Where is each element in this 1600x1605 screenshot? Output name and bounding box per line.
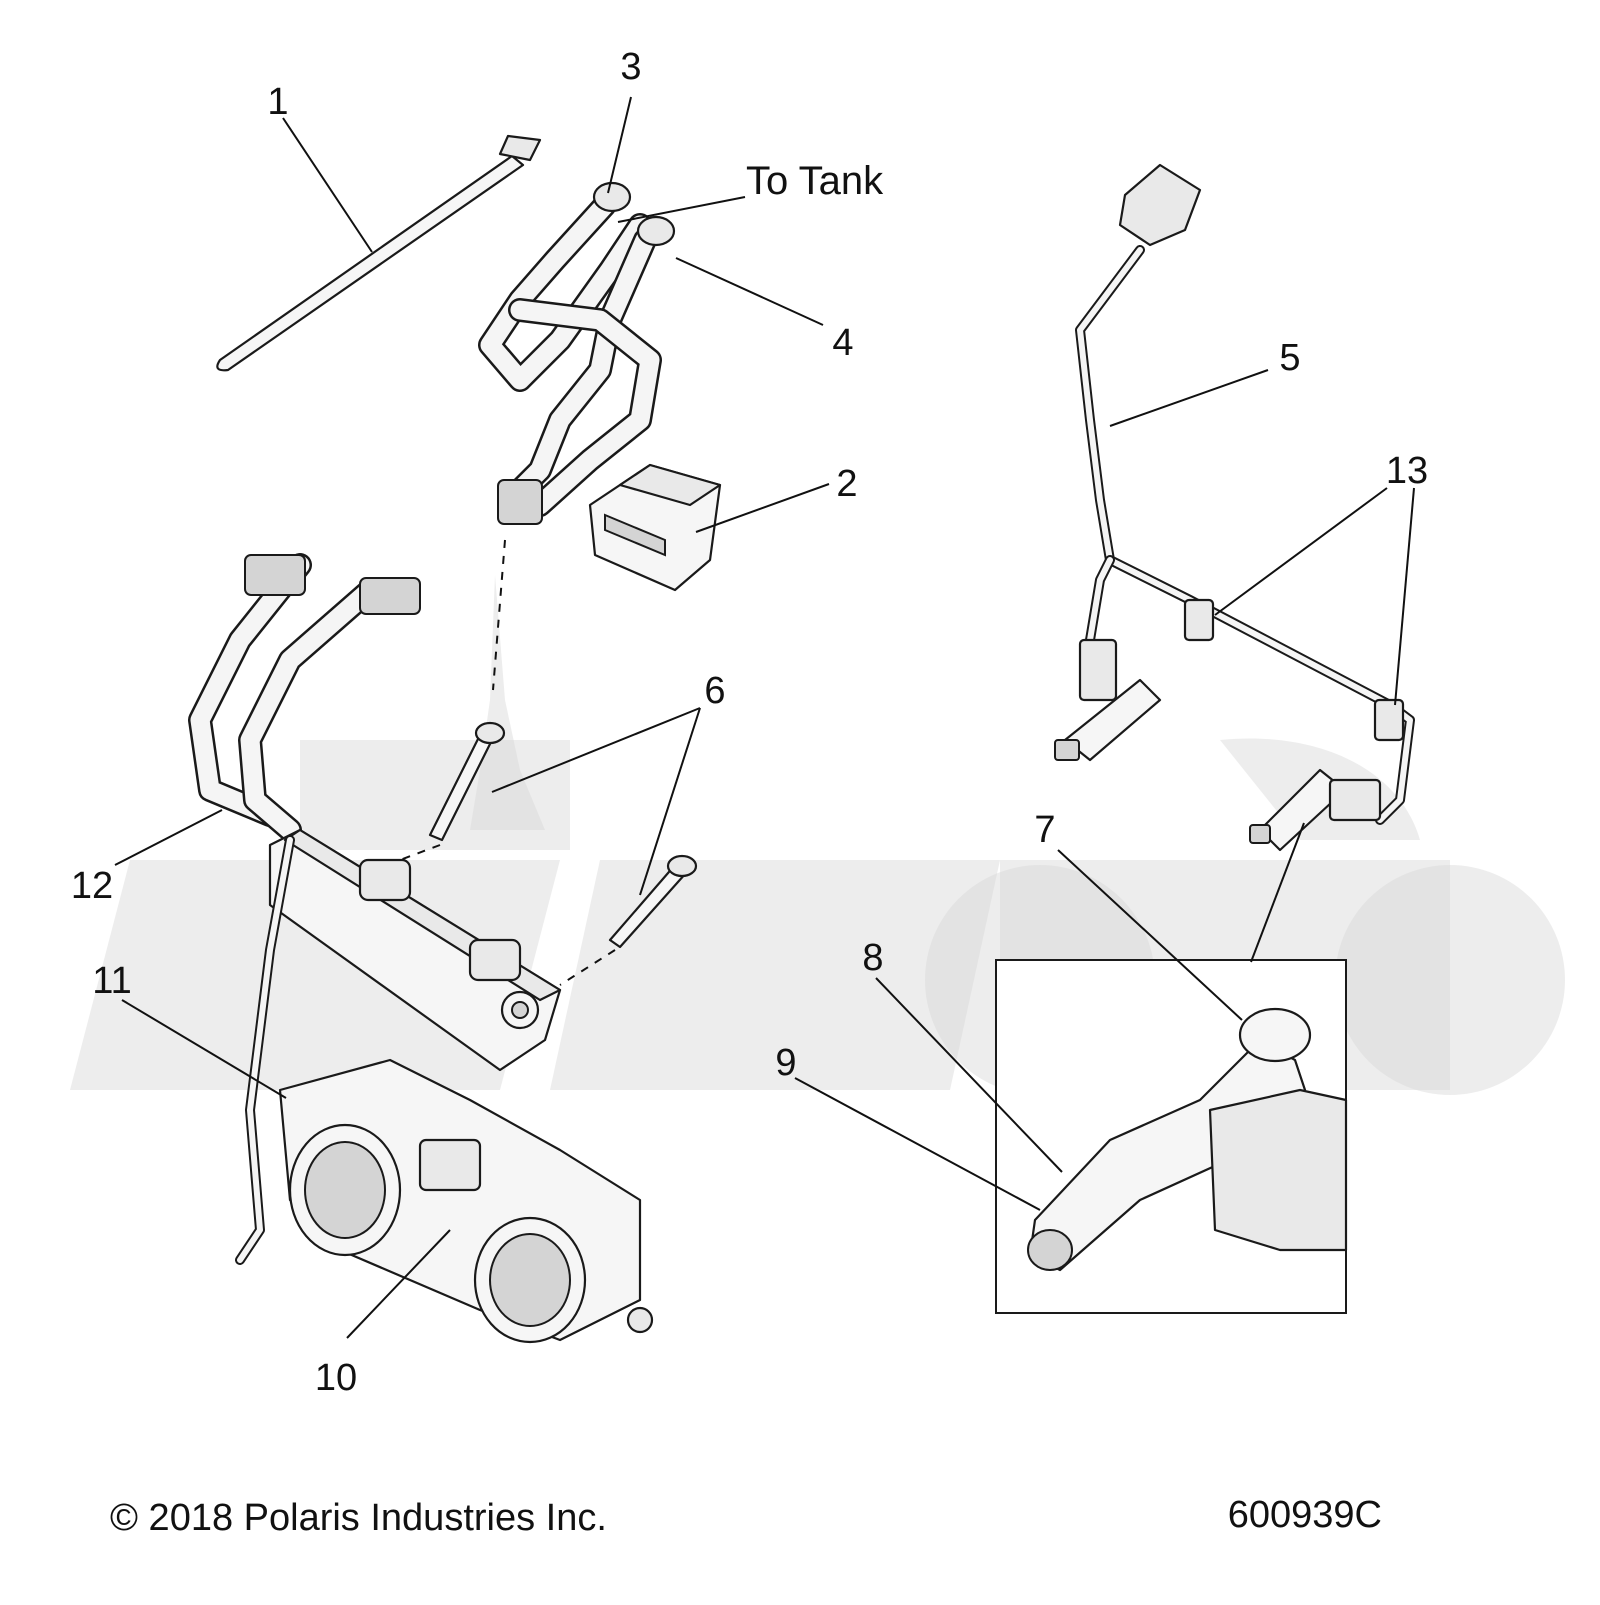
callout-12: 12 (71, 865, 113, 907)
detail-inset (995, 959, 1348, 1314)
callout-5: 5 (1279, 337, 1300, 379)
foam-block (588, 463, 722, 592)
callout-7: 7 (1034, 809, 1055, 851)
callout-10: 10 (315, 1357, 357, 1399)
callout-1: 1 (267, 81, 288, 123)
fuel-hose-assembly (478, 181, 676, 525)
injector-harness (1075, 163, 1415, 825)
callout-6: 6 (704, 670, 725, 712)
callout-13: 13 (1386, 450, 1428, 492)
throttle-body (278, 1058, 654, 1344)
bolt-upper (428, 721, 506, 842)
fuel-rail-hose (188, 553, 421, 842)
bolt-lower (608, 854, 698, 949)
fuel-injector-upper (1054, 638, 1162, 762)
callout-3: 3 (620, 46, 641, 88)
cable-tie (216, 134, 542, 372)
drawing-number: 600939C (1228, 1494, 1382, 1536)
leader-lines (114, 96, 1415, 1339)
copyright-text: © 2018 Polaris Industries Inc. (110, 1497, 607, 1539)
callout-8: 8 (862, 937, 883, 979)
callout-2: 2 (836, 463, 857, 505)
harness-wire (235, 835, 295, 1265)
to-tank-note: To Tank (746, 159, 884, 203)
callout-4: 4 (832, 322, 853, 364)
fuel-injector-lower (1249, 768, 1382, 852)
callout-9: 9 (775, 1042, 796, 1084)
callout-11: 11 (92, 960, 131, 1002)
